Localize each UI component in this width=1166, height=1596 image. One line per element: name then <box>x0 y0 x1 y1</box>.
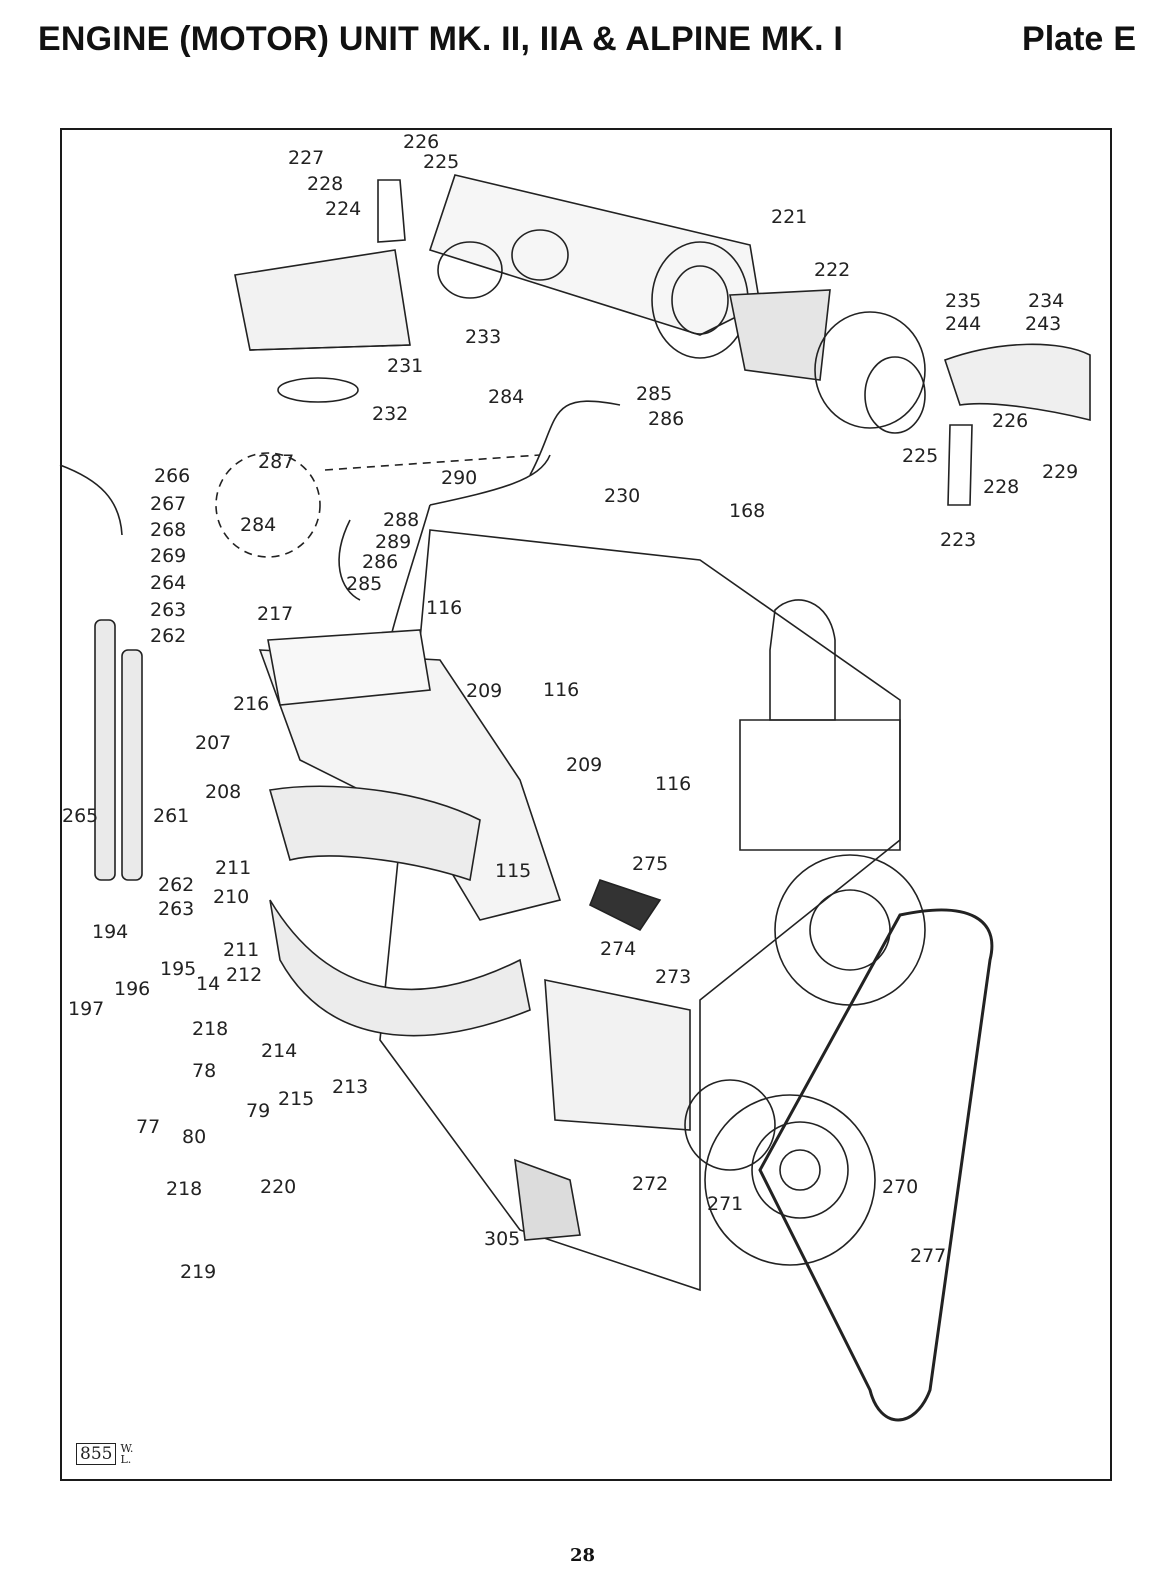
air-cleaner-assembly <box>234 174 1091 506</box>
callout-label: 211 <box>215 857 251 879</box>
flexible-pipes <box>94 619 143 881</box>
plate-letter: E <box>1113 20 1136 58</box>
callout-label: 284 <box>240 514 276 536</box>
callout-label: 116 <box>655 773 691 795</box>
callout-label: 231 <box>387 355 423 377</box>
callout-label: 197 <box>68 998 104 1020</box>
callout-label: 266 <box>154 465 190 487</box>
callout-label: 305 <box>484 1228 520 1250</box>
manifolds <box>258 629 562 1037</box>
callout-label: 286 <box>362 551 398 573</box>
callout-label: 77 <box>136 1116 160 1138</box>
callout-label: 194 <box>92 921 128 943</box>
callout-label: 230 <box>604 485 640 507</box>
callout-label: 214 <box>261 1040 297 1062</box>
callout-label: 275 <box>632 853 668 875</box>
callout-label: 196 <box>114 978 150 1000</box>
callout-label: 232 <box>372 403 408 425</box>
diagram-frame <box>60 128 1112 1481</box>
callout-label: 213 <box>332 1076 368 1098</box>
callout-label: 226 <box>992 410 1028 432</box>
callout-label: 116 <box>543 679 579 701</box>
callout-label: 285 <box>636 383 672 405</box>
callout-label: 261 <box>153 805 189 827</box>
callout-label: 233 <box>465 326 501 348</box>
callout-label: 244 <box>945 313 981 335</box>
callout-label: 274 <box>600 938 636 960</box>
callout-label: 210 <box>213 886 249 908</box>
callout-label: 218 <box>166 1178 202 1200</box>
callout-label: 243 <box>1025 313 1061 335</box>
callout-label: 268 <box>150 519 186 541</box>
callout-label: 215 <box>278 1088 314 1110</box>
callout-label: 225 <box>902 445 938 467</box>
breather-pipes <box>59 400 621 641</box>
callout-label: 262 <box>150 625 186 647</box>
callout-label: 221 <box>771 206 807 228</box>
callout-label: 290 <box>441 467 477 489</box>
callout-label: 115 <box>495 860 531 882</box>
callout-label: 211 <box>223 939 259 961</box>
callout-label: 226 <box>403 131 439 153</box>
callout-label: 168 <box>729 500 765 522</box>
callout-label: 263 <box>150 599 186 621</box>
callout-label: 265 <box>62 805 98 827</box>
callout-label: 235 <box>945 290 981 312</box>
callout-label: 284 <box>488 386 524 408</box>
dynamo-fan-belt <box>514 879 994 1422</box>
callout-label: 277 <box>910 1245 946 1267</box>
callout-labels: 227 226 225 228 224 221 222 233 231 232 … <box>62 131 1078 1283</box>
callout-label: 273 <box>655 966 691 988</box>
callout-label: 271 <box>707 1193 743 1215</box>
callout-label: 14 <box>196 973 220 995</box>
callout-label: 224 <box>325 198 361 220</box>
callout-label: 225 <box>423 151 459 173</box>
reference-initials: W. L. <box>120 1442 134 1466</box>
callout-label: 228 <box>307 173 343 195</box>
callout-label: 209 <box>566 754 602 776</box>
callout-label: 227 <box>288 147 324 169</box>
plate-word: Plate <box>1022 20 1104 58</box>
page-title: ENGINE (MOTOR) UNIT MK. II, IIA & ALPINE… <box>38 20 844 58</box>
callout-label: 223 <box>940 529 976 551</box>
callout-label: 116 <box>426 597 462 619</box>
callout-label: 79 <box>246 1100 270 1122</box>
callout-label: 207 <box>195 732 231 754</box>
callout-label: 289 <box>375 531 411 553</box>
callout-label: 195 <box>160 958 196 980</box>
callout-label: 285 <box>346 573 382 595</box>
callout-label: 272 <box>632 1173 668 1195</box>
callout-label: 270 <box>882 1176 918 1198</box>
callout-label: 218 <box>192 1018 228 1040</box>
callout-label: 222 <box>814 259 850 281</box>
callout-label: 264 <box>150 572 186 594</box>
callout-label: 209 <box>466 680 502 702</box>
callout-label: 269 <box>150 545 186 567</box>
callout-label: 267 <box>150 493 186 515</box>
callout-label: 216 <box>233 693 269 715</box>
drawing-reference: 855 W. L. <box>76 1443 134 1465</box>
callout-label: 208 <box>205 781 241 803</box>
callout-label: 212 <box>226 964 262 986</box>
callout-label: 286 <box>648 408 684 430</box>
callout-label: 219 <box>180 1261 216 1283</box>
callout-label: 288 <box>383 509 419 531</box>
callout-label: 80 <box>182 1126 206 1148</box>
callout-label: 217 <box>257 603 293 625</box>
callout-label: 234 <box>1028 290 1064 312</box>
callout-label: 287 <box>258 451 294 473</box>
page-number: 28 <box>570 1545 596 1566</box>
reference-number: 855 <box>76 1443 117 1465</box>
callout-label: 229 <box>1042 461 1078 483</box>
callout-label: 262 <box>158 874 194 896</box>
callout-label: 263 <box>158 898 194 920</box>
parts-illustration <box>59 174 1091 1422</box>
callout-label: 78 <box>192 1060 216 1082</box>
callout-label: 228 <box>983 476 1019 498</box>
callout-label: 220 <box>260 1176 296 1198</box>
